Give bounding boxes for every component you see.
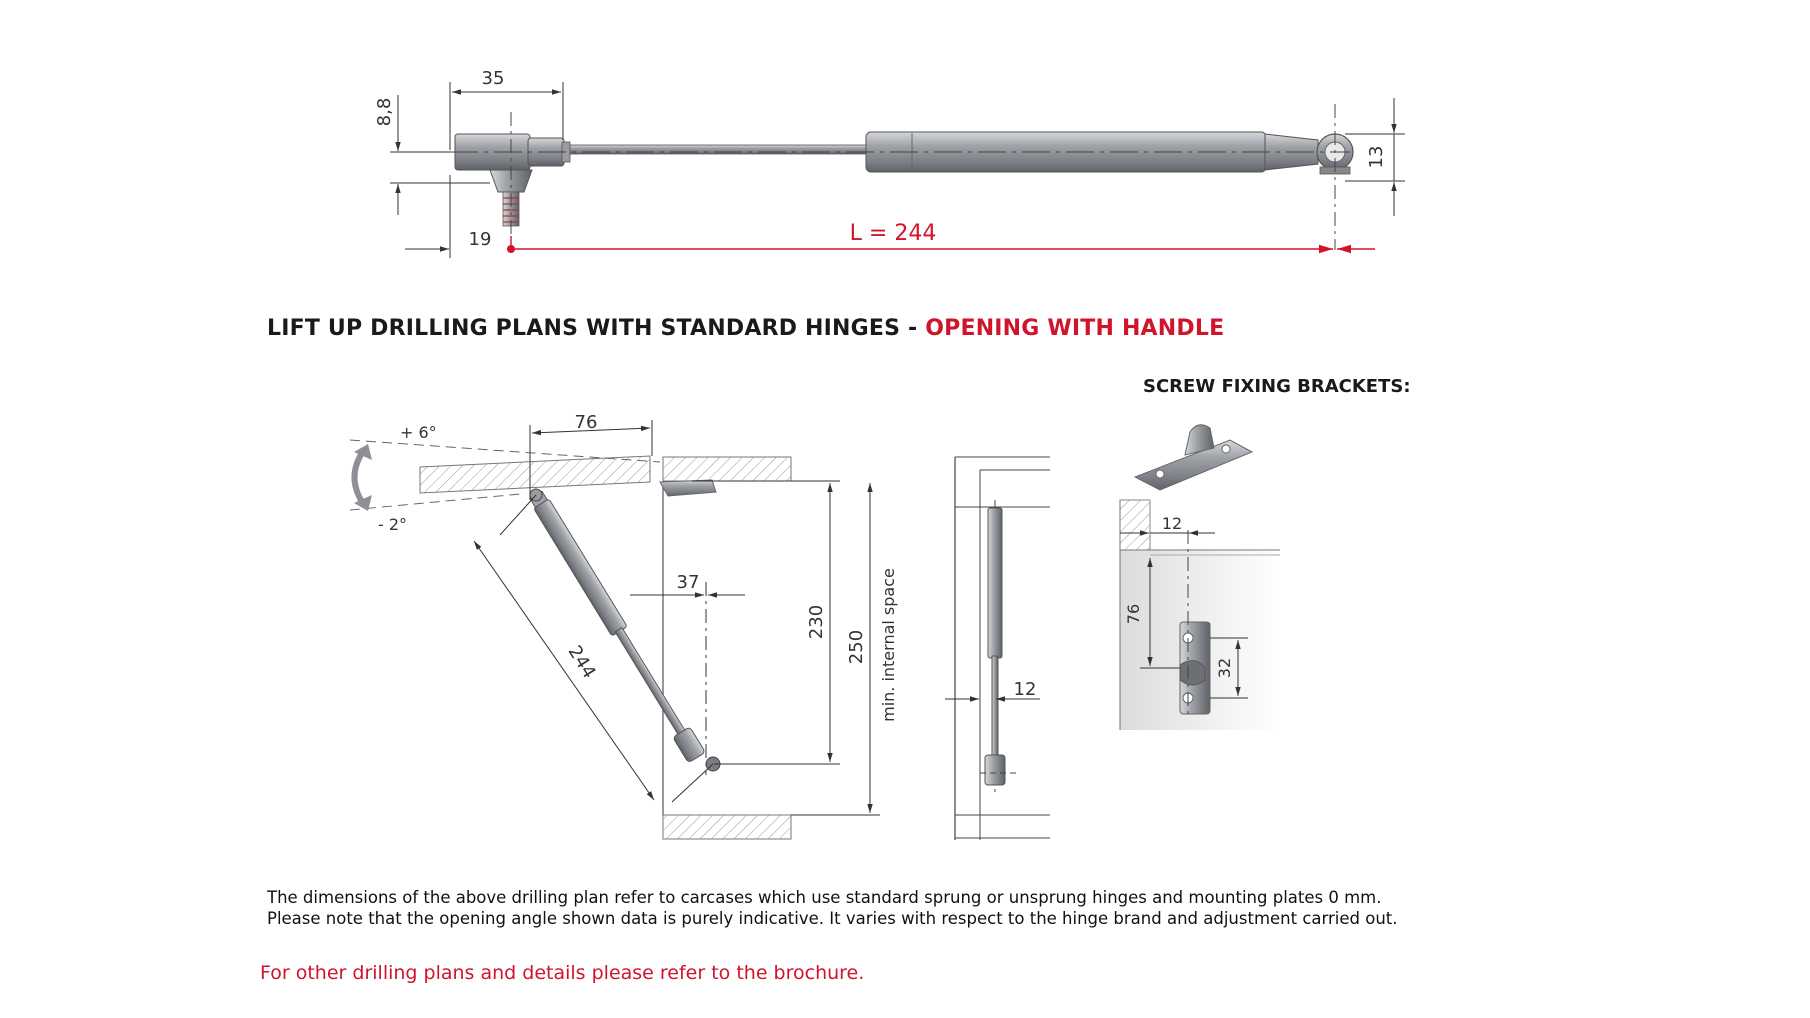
dim-8-8-label: 8,8 <box>374 98 395 127</box>
dim-19-label: 19 <box>469 229 492 250</box>
bracket-mount-plan <box>1119 499 1280 730</box>
bracket-dim-32-label: 32 <box>1215 658 1234 678</box>
bracket-3d-icon <box>1133 424 1254 491</box>
bracket-dim-12-label: 12 <box>1162 514 1182 533</box>
min-internal-space-label: min. internal space <box>879 568 898 722</box>
section-heading: LIFT UP DRILLING PLANS WITH STANDARD HIN… <box>267 316 1224 341</box>
angle-plus-label: + 6° <box>400 423 437 442</box>
cabinet-front-section <box>954 456 1050 840</box>
note-line-2: Please note that the opening angle shown… <box>267 909 1398 928</box>
gas-spring-elevation <box>450 104 1354 250</box>
bracket-dim-76-label: 76 <box>1124 604 1143 624</box>
dim-244-label: 244 <box>564 642 600 682</box>
brochure-footer-note: For other drilling plans and details ple… <box>260 962 865 984</box>
length-dimension <box>507 236 1375 254</box>
cabinet-side-section <box>349 439 792 840</box>
dim-230-label: 230 <box>806 605 827 639</box>
section-heading-main: LIFT UP DRILLING PLANS WITH STANDARD HIN… <box>267 316 926 341</box>
dim-35-label: 35 <box>482 68 505 89</box>
dim-250-label: 250 <box>846 630 867 664</box>
dim-76-label: 76 <box>575 412 598 433</box>
bracket-dimensions <box>1120 530 1248 699</box>
angle-minus-label: - 2° <box>378 515 407 534</box>
note-line-1: The dimensions of the above drilling pla… <box>267 888 1382 907</box>
top-dimensions <box>390 82 1405 258</box>
front-dim-12-label: 12 <box>1014 679 1037 700</box>
length-label: L = 244 <box>850 221 937 246</box>
dim-13-label: 13 <box>1366 146 1387 169</box>
brackets-heading: SCREW FIXING BRACKETS: <box>1143 376 1411 397</box>
side-dimensions <box>473 420 880 816</box>
section-heading-accent: OPENING WITH HANDLE <box>925 316 1225 341</box>
dim-37-label: 37 <box>677 572 700 593</box>
